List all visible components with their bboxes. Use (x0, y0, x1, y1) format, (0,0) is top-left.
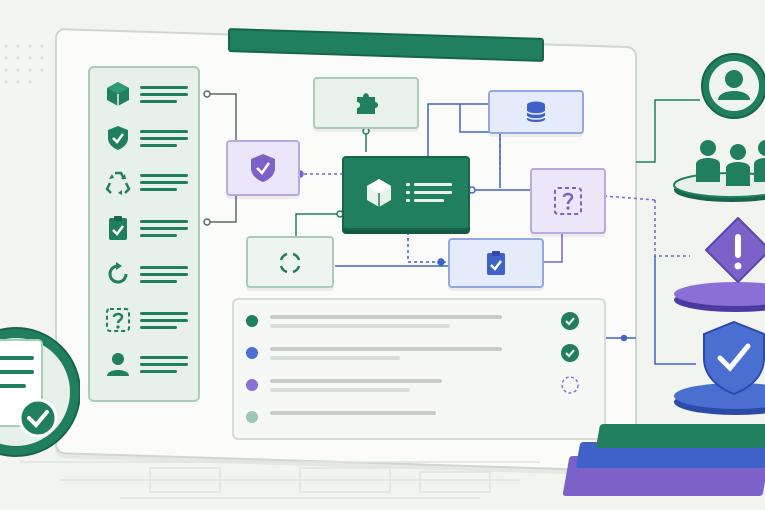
sidebar-item-lines (142, 312, 188, 333)
shield-check-icon (108, 126, 128, 150)
users-platform (673, 53, 765, 202)
users-group-icon (696, 140, 765, 186)
sidebar-item-cube[interactable] (104, 80, 190, 108)
clipboard-check-icon (487, 251, 505, 275)
sidebar-item-lines (142, 220, 188, 241)
shield-platform (674, 320, 765, 415)
sidebar-item-lines (142, 130, 188, 151)
text-placeholder (270, 356, 400, 360)
floor-sketch (20, 461, 540, 499)
list-item[interactable] (246, 406, 592, 428)
sidebar-item-lines (142, 174, 188, 195)
check-circle-icon (18, 398, 58, 438)
sidebar-item-lines (142, 86, 188, 107)
check-circle-icon (561, 312, 579, 330)
list-item[interactable] (246, 374, 592, 396)
cube-icon (107, 82, 129, 106)
sidebar (88, 66, 200, 402)
user-icon (107, 353, 129, 376)
clipboard-check-icon (109, 216, 127, 240)
sidebar-item-user[interactable] (104, 350, 190, 378)
pending-circle-icon (561, 376, 579, 394)
puzzle-icon (357, 93, 378, 114)
sidebar-item-help[interactable] (104, 306, 190, 334)
book-green (595, 424, 765, 448)
shield-check-icon (251, 154, 275, 182)
central-cube-node[interactable] (342, 156, 470, 230)
clipboard-node[interactable] (448, 238, 544, 288)
text-placeholder (270, 315, 502, 319)
check-circle-icon (561, 344, 579, 362)
text-placeholder (270, 411, 436, 415)
text-placeholder (270, 379, 442, 383)
database-icon (526, 101, 546, 122)
sidebar-item-clipboard[interactable] (104, 214, 190, 242)
recycle-icon (105, 171, 131, 195)
dot-grid-decoration (4, 44, 44, 84)
list-item[interactable] (246, 310, 592, 332)
refresh-icon (108, 262, 128, 284)
status-dot (246, 315, 258, 327)
sidebar-item-security[interactable] (104, 124, 190, 152)
text-placeholder (270, 388, 410, 392)
database-node[interactable] (488, 90, 584, 134)
document-badge (0, 327, 80, 457)
node-text-lines (406, 183, 452, 202)
question-box-icon (554, 187, 582, 215)
status-dot (246, 347, 258, 359)
cycle-arrows-icon (279, 252, 301, 274)
warning-platform (674, 217, 765, 312)
sidebar-item-lines (142, 356, 188, 377)
sidebar-item-refresh[interactable] (104, 260, 190, 288)
sidebar-item-lines (142, 266, 188, 287)
cycle-node[interactable] (246, 236, 334, 288)
question-node[interactable] (530, 168, 606, 234)
list-item[interactable] (246, 342, 592, 364)
shield-check-icon (703, 320, 765, 396)
task-list (232, 298, 606, 440)
status-dot (246, 411, 258, 423)
text-placeholder (270, 347, 502, 351)
puzzle-node[interactable] (313, 77, 419, 129)
sidebar-item-recycle[interactable] (104, 168, 190, 196)
text-placeholder (270, 324, 450, 328)
shield-node[interactable] (226, 140, 300, 196)
cube-icon (367, 179, 391, 207)
status-dot (246, 379, 258, 391)
question-box-icon (106, 308, 130, 332)
